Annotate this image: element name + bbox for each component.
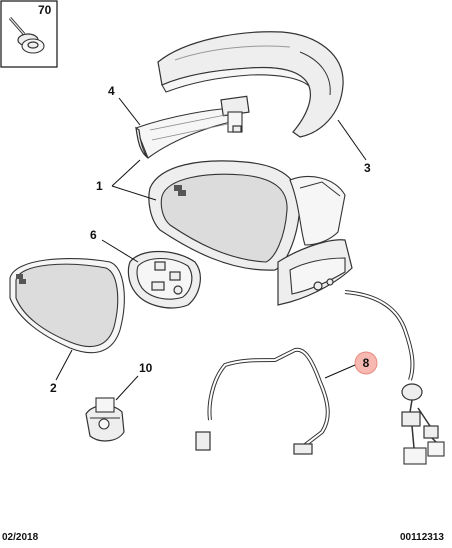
leader-1b: [111, 159, 141, 187]
leader-4: [118, 97, 141, 126]
callout-70: 70: [38, 3, 52, 17]
callout-1: 1: [96, 179, 103, 193]
wiring-harness-part: [195, 290, 445, 465]
callout-8: 8: [363, 356, 370, 370]
leader-6: [101, 239, 139, 263]
mirror-glass-part: [9, 258, 125, 354]
leader-10: [115, 375, 139, 401]
blind-spot-connector-part: [85, 397, 125, 442]
mirror-assembly-part: [148, 160, 353, 306]
callout-3: 3: [364, 161, 371, 175]
leader-2: [55, 349, 73, 381]
highlighted-callout-8: 8: [354, 351, 378, 375]
connector-mid: [293, 443, 313, 455]
callout-2: 2: [50, 381, 57, 395]
connector-cluster: [401, 383, 445, 465]
callout-4: 4: [108, 84, 115, 98]
footer-reference: 00112313: [400, 532, 444, 543]
blind-spot-icon-glass: [16, 274, 26, 284]
callout-6: 6: [90, 228, 97, 242]
footer-date: 02/2018: [2, 532, 39, 543]
connector-left: [195, 431, 211, 451]
indicator-part: [135, 95, 250, 159]
leader-1a: [111, 185, 157, 201]
blind-spot-icon: [174, 185, 186, 196]
screw-inset: 70: [0, 0, 58, 68]
motor-part: [127, 251, 201, 309]
screw-part: [8, 17, 45, 54]
mirror-cover-part: [157, 31, 344, 138]
leader-3: [337, 119, 367, 161]
callout-10: 10: [139, 361, 153, 375]
leader-8: [324, 364, 356, 379]
